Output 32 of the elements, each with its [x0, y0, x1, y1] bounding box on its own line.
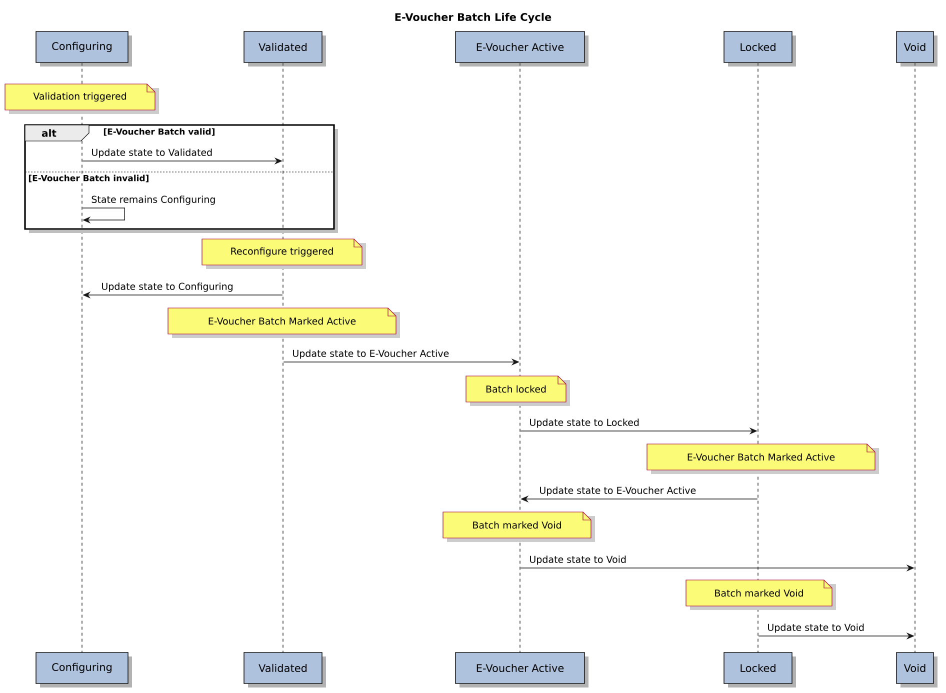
participant-box: Locked: [724, 652, 796, 688]
guard-label: [E-Voucher Batch invalid]: [27, 174, 150, 184]
edge-label: Update state to Void: [528, 554, 628, 566]
guard-label: [E-Voucher Batch valid]: [104, 128, 214, 136]
participant-box: Void: [896, 31, 938, 66]
self-message-arrow: [82, 208, 125, 224]
note: Reconfigure triggered: [202, 238, 366, 269]
edge-label: Update state to Configuring: [100, 282, 234, 293]
note: Validation triggered: [4, 84, 159, 114]
participant-box: Void: [896, 652, 938, 688]
edge-label: Update state to Validated: [90, 148, 214, 159]
lifeline: [282, 62, 284, 654]
note: E-Voucher Batch Marked Active: [168, 308, 400, 338]
participant-box: Locked: [724, 31, 796, 66]
edge-label: Update state to E-Voucher Active: [291, 348, 450, 360]
edge-label: Update state to Locked: [528, 418, 640, 429]
frame-tab: alt: [24, 124, 90, 142]
lifeline: [914, 62, 916, 654]
note: Batch marked Void: [442, 512, 595, 542]
participant-box: E-Voucher Active: [455, 652, 588, 688]
participant-box: E-Voucher Active: [455, 31, 588, 66]
edge-label: Update state to Void: [766, 622, 866, 634]
title: E-Voucher Batch Life Cycle: [395, 12, 552, 24]
participant-box: Validated: [244, 31, 326, 66]
edge-label: State remains Configuring: [90, 194, 217, 206]
participant-box: Configuring: [36, 652, 132, 688]
participant-box: Configuring: [36, 31, 132, 66]
note: Batch locked: [466, 376, 570, 406]
note: Batch marked Void: [686, 580, 836, 610]
note: E-Voucher Batch Marked Active: [646, 444, 879, 474]
participant-box: Validated: [244, 652, 326, 688]
edge-label: Update state to E-Voucher Active: [538, 486, 698, 497]
